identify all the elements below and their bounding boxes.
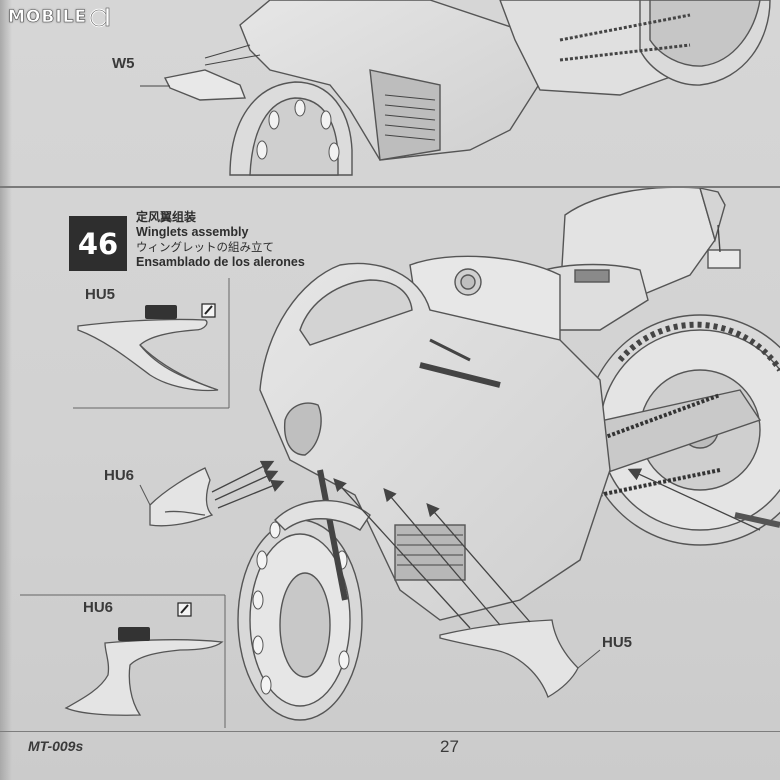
- step-title-spanish: Ensamblado de los alerones: [136, 255, 305, 269]
- brand-watermark: MOBILE: [8, 6, 111, 28]
- part-label-hu6-detail: HU6: [83, 599, 114, 616]
- assembly-arrows: [211, 460, 761, 629]
- hu5-detail-part: [77, 318, 219, 392]
- part-label-hu6-main: HU6: [104, 467, 135, 484]
- step-title-english: Winglets assembly: [136, 225, 249, 239]
- footer-rule: [0, 731, 780, 732]
- model-code: MT-009s: [28, 738, 84, 754]
- step-number: 46: [77, 226, 119, 261]
- hu5-winglet-part: [439, 619, 579, 698]
- mobile01-logo-icon: [89, 7, 110, 28]
- hu6-detail-box: [20, 594, 226, 728]
- motorcycle-body: [237, 186, 780, 721]
- hu5-detail-box: [73, 278, 230, 409]
- hu6-decal-chip: [118, 627, 150, 641]
- step-number-box: 46: [69, 216, 127, 271]
- previous-step-illustration: [140, 0, 771, 176]
- brand-name: MOBILE: [8, 7, 88, 28]
- step-titles: 定风翼组装 Winglets assembly ウィングレットの組み立て Ens…: [136, 210, 305, 270]
- step-title-chinese: 定风翼组装: [136, 210, 197, 224]
- leader-lines: [139, 484, 601, 669]
- part-label-hu5-detail: HU5: [85, 286, 116, 303]
- section-divider: [0, 186, 780, 188]
- hu5-decal-chip: [145, 305, 177, 319]
- hu5-pen-icon: [204, 305, 213, 315]
- hu6-winglet-part: [149, 467, 214, 527]
- hu6-pen-icon: [180, 604, 189, 614]
- hu6-detail-part: [64, 639, 224, 716]
- part-label-hu5-main: HU5: [602, 634, 633, 651]
- step-title-japanese: ウィングレットの組み立て: [136, 240, 274, 254]
- part-label-w5: W5: [112, 55, 135, 72]
- page-number: 27: [440, 737, 459, 756]
- page-binding-shadow: [0, 0, 12, 780]
